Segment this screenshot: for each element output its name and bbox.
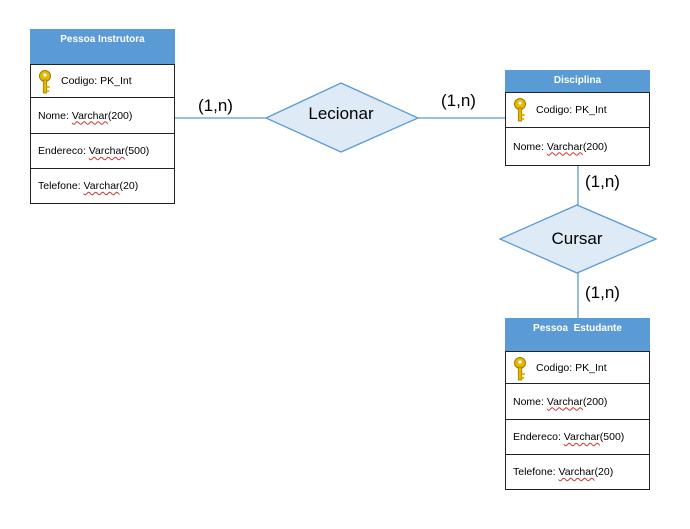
attribute-name: Endereco: (38, 145, 86, 157)
attribute-type: Varchar (546, 140, 583, 153)
attribute-name: Endereco: (513, 431, 561, 443)
attribute-size: (500) (124, 145, 150, 157)
cardinality-instrutora: (1,n) (198, 96, 233, 115)
attribute-name: Nome: (513, 140, 544, 153)
cursar-diamond (498, 204, 658, 274)
attribute-type: Varchar (546, 395, 583, 408)
attribute-nome: Nome: Varchar(200) (31, 97, 174, 133)
entity-disciplina: Disciplina Codigo: PK_Int Nome: Varchar(… (505, 70, 650, 166)
attribute-codigo: Codigo: PK_Int (31, 65, 174, 97)
entity-attributes: Codigo: PK_Int Nome: Varchar(200) Endere… (505, 351, 650, 490)
attribute-type: PK_Int (575, 104, 607, 116)
attribute-type: Varchar (558, 466, 595, 478)
attribute-name: Codigo: (536, 361, 573, 374)
attribute-name: Telefone: (513, 466, 556, 478)
attribute-size: (20) (594, 466, 614, 478)
attribute-telefone: Telefone: Varchar(20) (31, 168, 174, 203)
entity-title: Pessoa Estudante (505, 318, 650, 351)
attribute-size: (200) (107, 109, 133, 122)
attribute-type: Varchar (71, 109, 108, 122)
attribute-size: (200) (582, 140, 608, 153)
entity-pessoa-estudante: Pessoa Estudante Codigo: PK_Int Nome: Va… (505, 318, 650, 490)
attribute-size: (500) (599, 431, 625, 443)
entity-attributes: Codigo: PK_Int Nome: Varchar(200) (505, 92, 650, 166)
attribute-type: PK_Int (100, 75, 132, 87)
attribute-codigo: Codigo: PK_Int (506, 352, 649, 383)
attribute-endereco: Endereco: Varchar(500) (506, 419, 649, 454)
lecionar-label: Lecionar (308, 104, 374, 123)
attribute-type: Varchar (88, 145, 125, 157)
attribute-size: (20) (119, 180, 139, 192)
attribute-name: Nome: (513, 395, 544, 408)
attribute-name: Nome: (38, 109, 69, 122)
attribute-name: Codigo: (61, 75, 98, 87)
attribute-type: Varchar (83, 180, 120, 192)
attribute-telefone: Telefone: Varchar(20) (506, 454, 649, 489)
entity-title: Disciplina (505, 70, 650, 92)
attribute-name: Telefone: (38, 180, 81, 192)
key-icon (39, 70, 51, 94)
attribute-type: Varchar (563, 431, 600, 443)
attribute-nome: Nome: Varchar(200) (506, 127, 649, 165)
attribute-name: Codigo: (536, 104, 573, 116)
entity-pessoa-instrutora: Pessoa Instrutora Codigo: PK_Int Nome: V… (30, 29, 175, 204)
entity-title: Pessoa Instrutora (30, 29, 175, 64)
attribute-codigo: Codigo: PK_Int (506, 93, 649, 127)
cardinality-disciplina-cursar: (1,n) (585, 172, 620, 191)
key-icon (514, 98, 526, 122)
cursar-label: Cursar (551, 229, 603, 248)
attribute-nome: Nome: Varchar(200) (506, 383, 649, 419)
lecionar-diamond (264, 82, 420, 153)
cardinality-disciplina-lecionar: (1,n) (441, 91, 476, 110)
cardinality-estudante: (1,n) (585, 283, 620, 302)
entity-attributes: Codigo: PK_Int Nome: Varchar(200) Endere… (30, 64, 175, 204)
attribute-size: (200) (582, 395, 608, 408)
key-icon (514, 357, 526, 381)
attribute-endereco: Endereco: Varchar(500) (31, 133, 174, 168)
attribute-type: PK_Int (575, 361, 607, 374)
